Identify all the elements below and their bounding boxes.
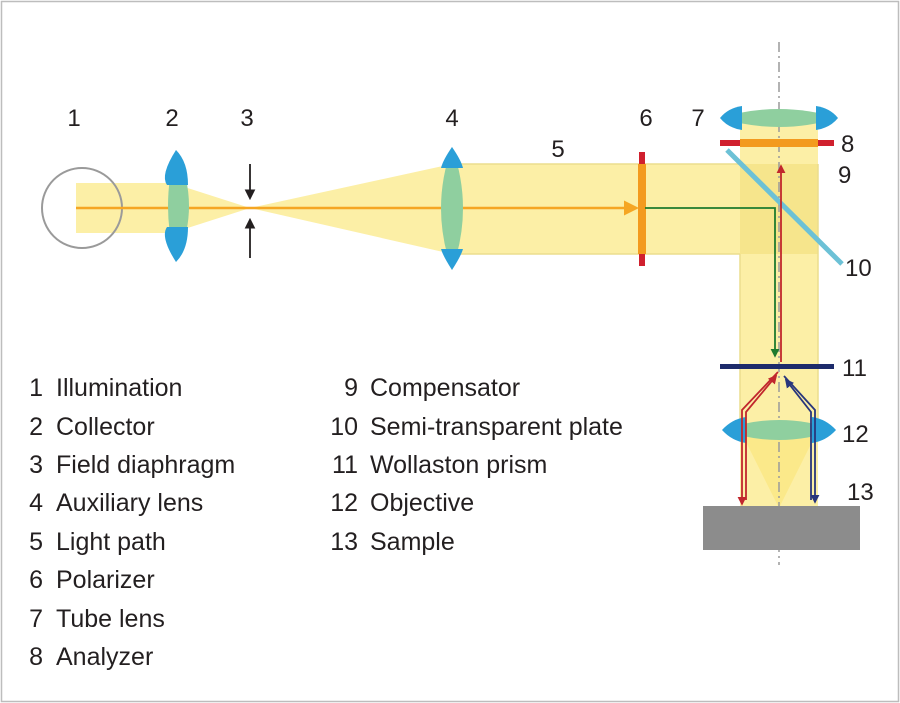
label-3: 3 [240, 105, 253, 132]
blue-ray-right [783, 375, 820, 504]
legend-text: Wollaston prism [370, 451, 547, 479]
legend-text: Semi-transparent plate [370, 413, 623, 441]
legend-num: 5 [29, 528, 43, 556]
legend-text: Field diaphragm [56, 451, 235, 479]
auxiliary-lens [441, 147, 463, 270]
legend-num: 10 [330, 413, 358, 441]
label-8: 8 [841, 131, 854, 158]
legend-num: 4 [29, 489, 43, 517]
legend-text: Compensator [370, 374, 520, 402]
label-10: 10 [845, 255, 872, 282]
semi-transparent-plate [725, 148, 844, 266]
label-13: 13 [847, 479, 874, 506]
label-11: 11 [842, 355, 867, 382]
legend-text: Illumination [56, 374, 182, 402]
legend-text: Tube lens [56, 605, 165, 633]
legend-text: Collector [56, 413, 155, 441]
legend-num: 3 [29, 451, 43, 479]
label-6: 6 [639, 105, 652, 132]
sample [703, 506, 860, 550]
label-12: 12 [842, 421, 869, 448]
label-2: 2 [165, 105, 178, 132]
legend-text: Sample [370, 528, 455, 556]
label-5: 5 [551, 136, 564, 163]
legend-right: 9 Compensator 10 Semi-transparent plate … [330, 374, 623, 556]
label-7: 7 [691, 105, 704, 132]
legend-num: 7 [29, 605, 43, 633]
legend-text: Analyzer [56, 643, 153, 671]
label-4: 4 [445, 105, 458, 132]
label-1: 1 [67, 105, 80, 132]
legend-text: Polarizer [56, 566, 155, 594]
red-ray-left [737, 371, 779, 506]
objective-lens [722, 417, 836, 443]
red-ray-return [745, 374, 778, 500]
analyzer [720, 139, 834, 147]
wollaston-prism [720, 364, 834, 369]
legend-num: 8 [29, 643, 43, 671]
tube-lens [720, 106, 838, 130]
legend-num: 6 [29, 566, 43, 594]
polarizer [638, 152, 646, 266]
legend-text: Auxiliary lens [56, 489, 203, 517]
legend-text: Light path [56, 528, 166, 556]
legend-num: 1 [29, 374, 43, 402]
green-ray [645, 207, 780, 358]
legend-num: 12 [330, 489, 358, 517]
collector-lens [164, 150, 189, 262]
legend-num: 2 [29, 413, 43, 441]
label-9: 9 [838, 162, 851, 189]
blue-ray-return [784, 378, 812, 500]
legend-num: 11 [332, 451, 358, 479]
legend-text: Objective [370, 489, 474, 517]
legend-left: 1 Illumination 2 Collector 3 Field diaph… [29, 374, 235, 671]
legend-num: 9 [344, 374, 358, 402]
legend-num: 13 [330, 528, 358, 556]
